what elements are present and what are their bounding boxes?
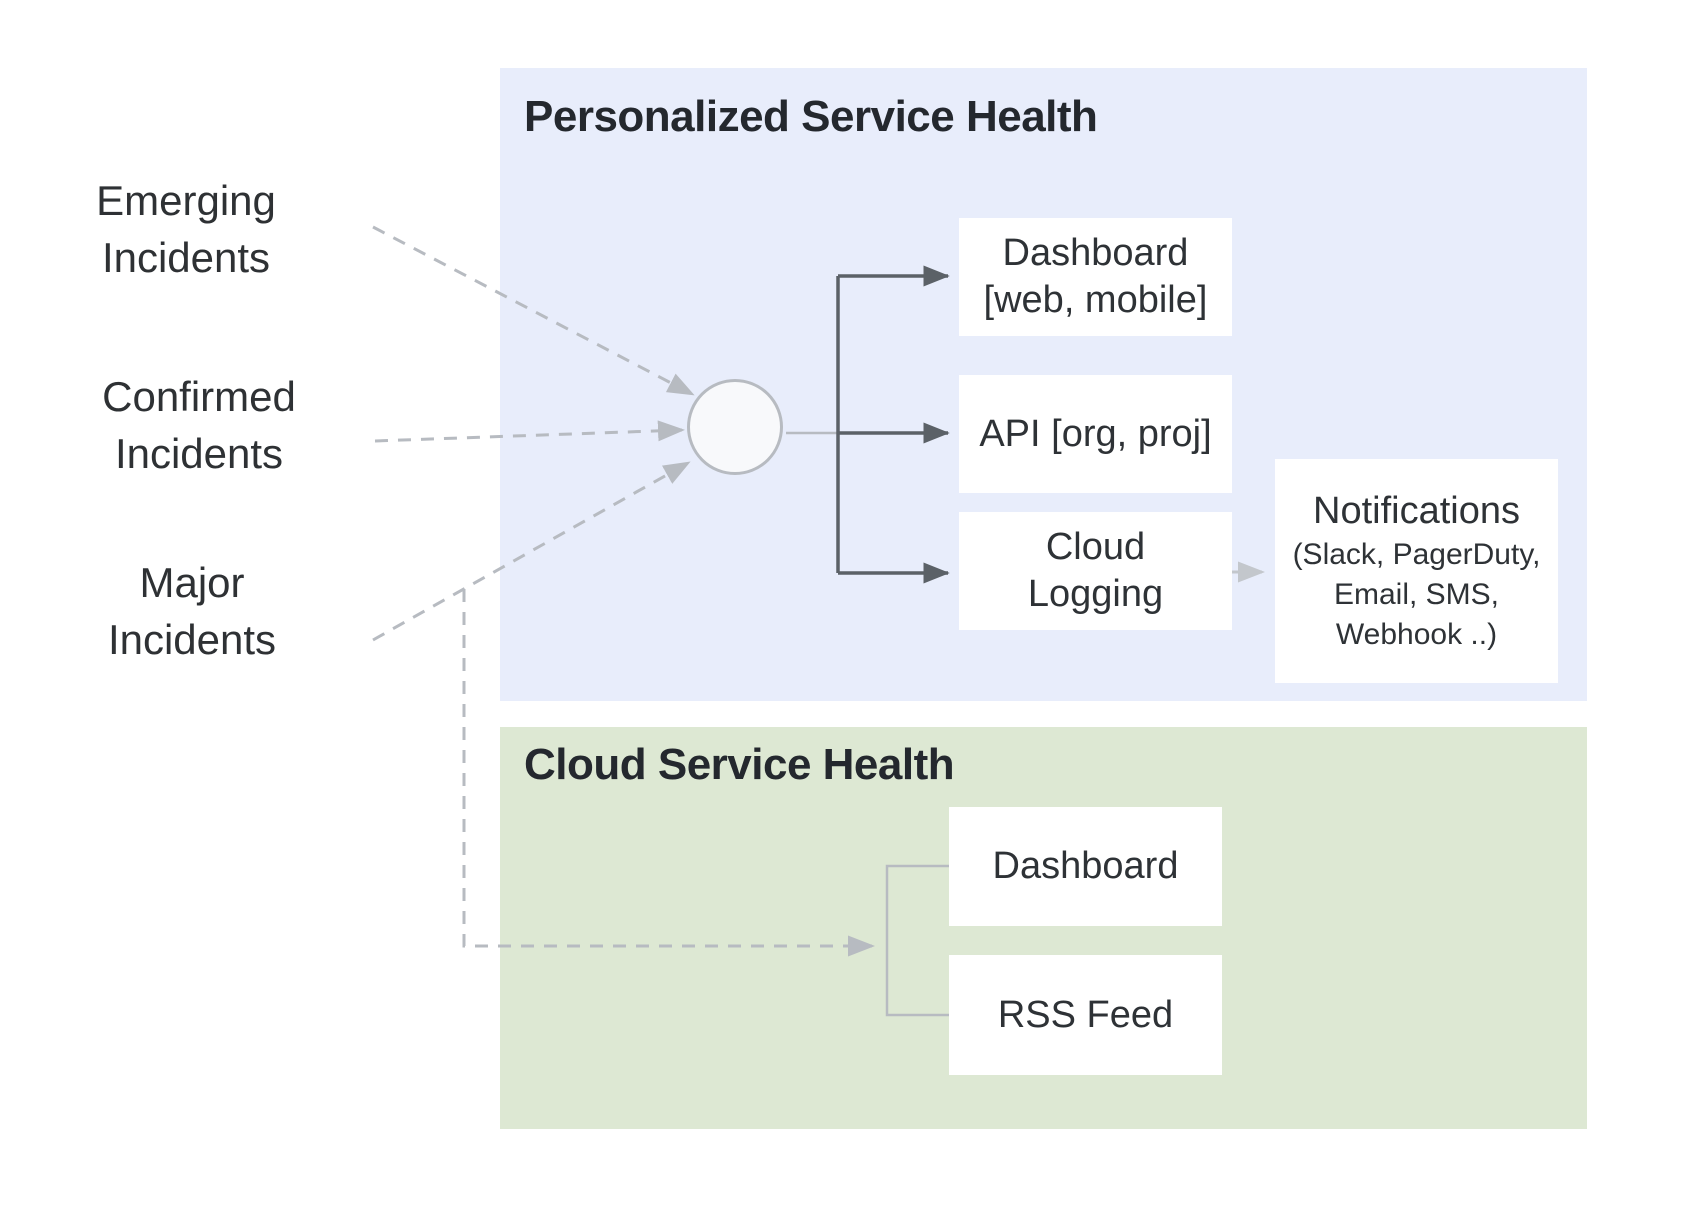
source-label-confirmed-incidents: Confirmed Incidents (102, 373, 296, 477)
node-cloud-logging: Cloud Logging (959, 512, 1232, 630)
node-rss-feed: RSS Feed (949, 955, 1222, 1075)
node-public-dashboard: Dashboard (949, 807, 1222, 926)
node-api-org-proj: API [org, proj] (959, 375, 1232, 493)
incident-hub-node (687, 379, 783, 475)
notifications-channels: (Slack, PagerDuty, Email, SMS, Webhook .… (1292, 538, 1541, 651)
notifications-title: Notifications (1313, 490, 1520, 532)
source-label-emerging-incidents: Emerging Incidents (96, 177, 276, 281)
personalized-panel-title: Personalized Service Health (524, 92, 1098, 141)
node-dashboard-web-mobile: Dashboard [web, mobile] (959, 218, 1232, 336)
node-notifications: Notifications (Slack, PagerDuty, Email, … (1275, 459, 1558, 683)
cloud-panel-title: Cloud Service Health (524, 740, 955, 789)
source-label-major-incidents: Major Incidents (107, 559, 277, 663)
